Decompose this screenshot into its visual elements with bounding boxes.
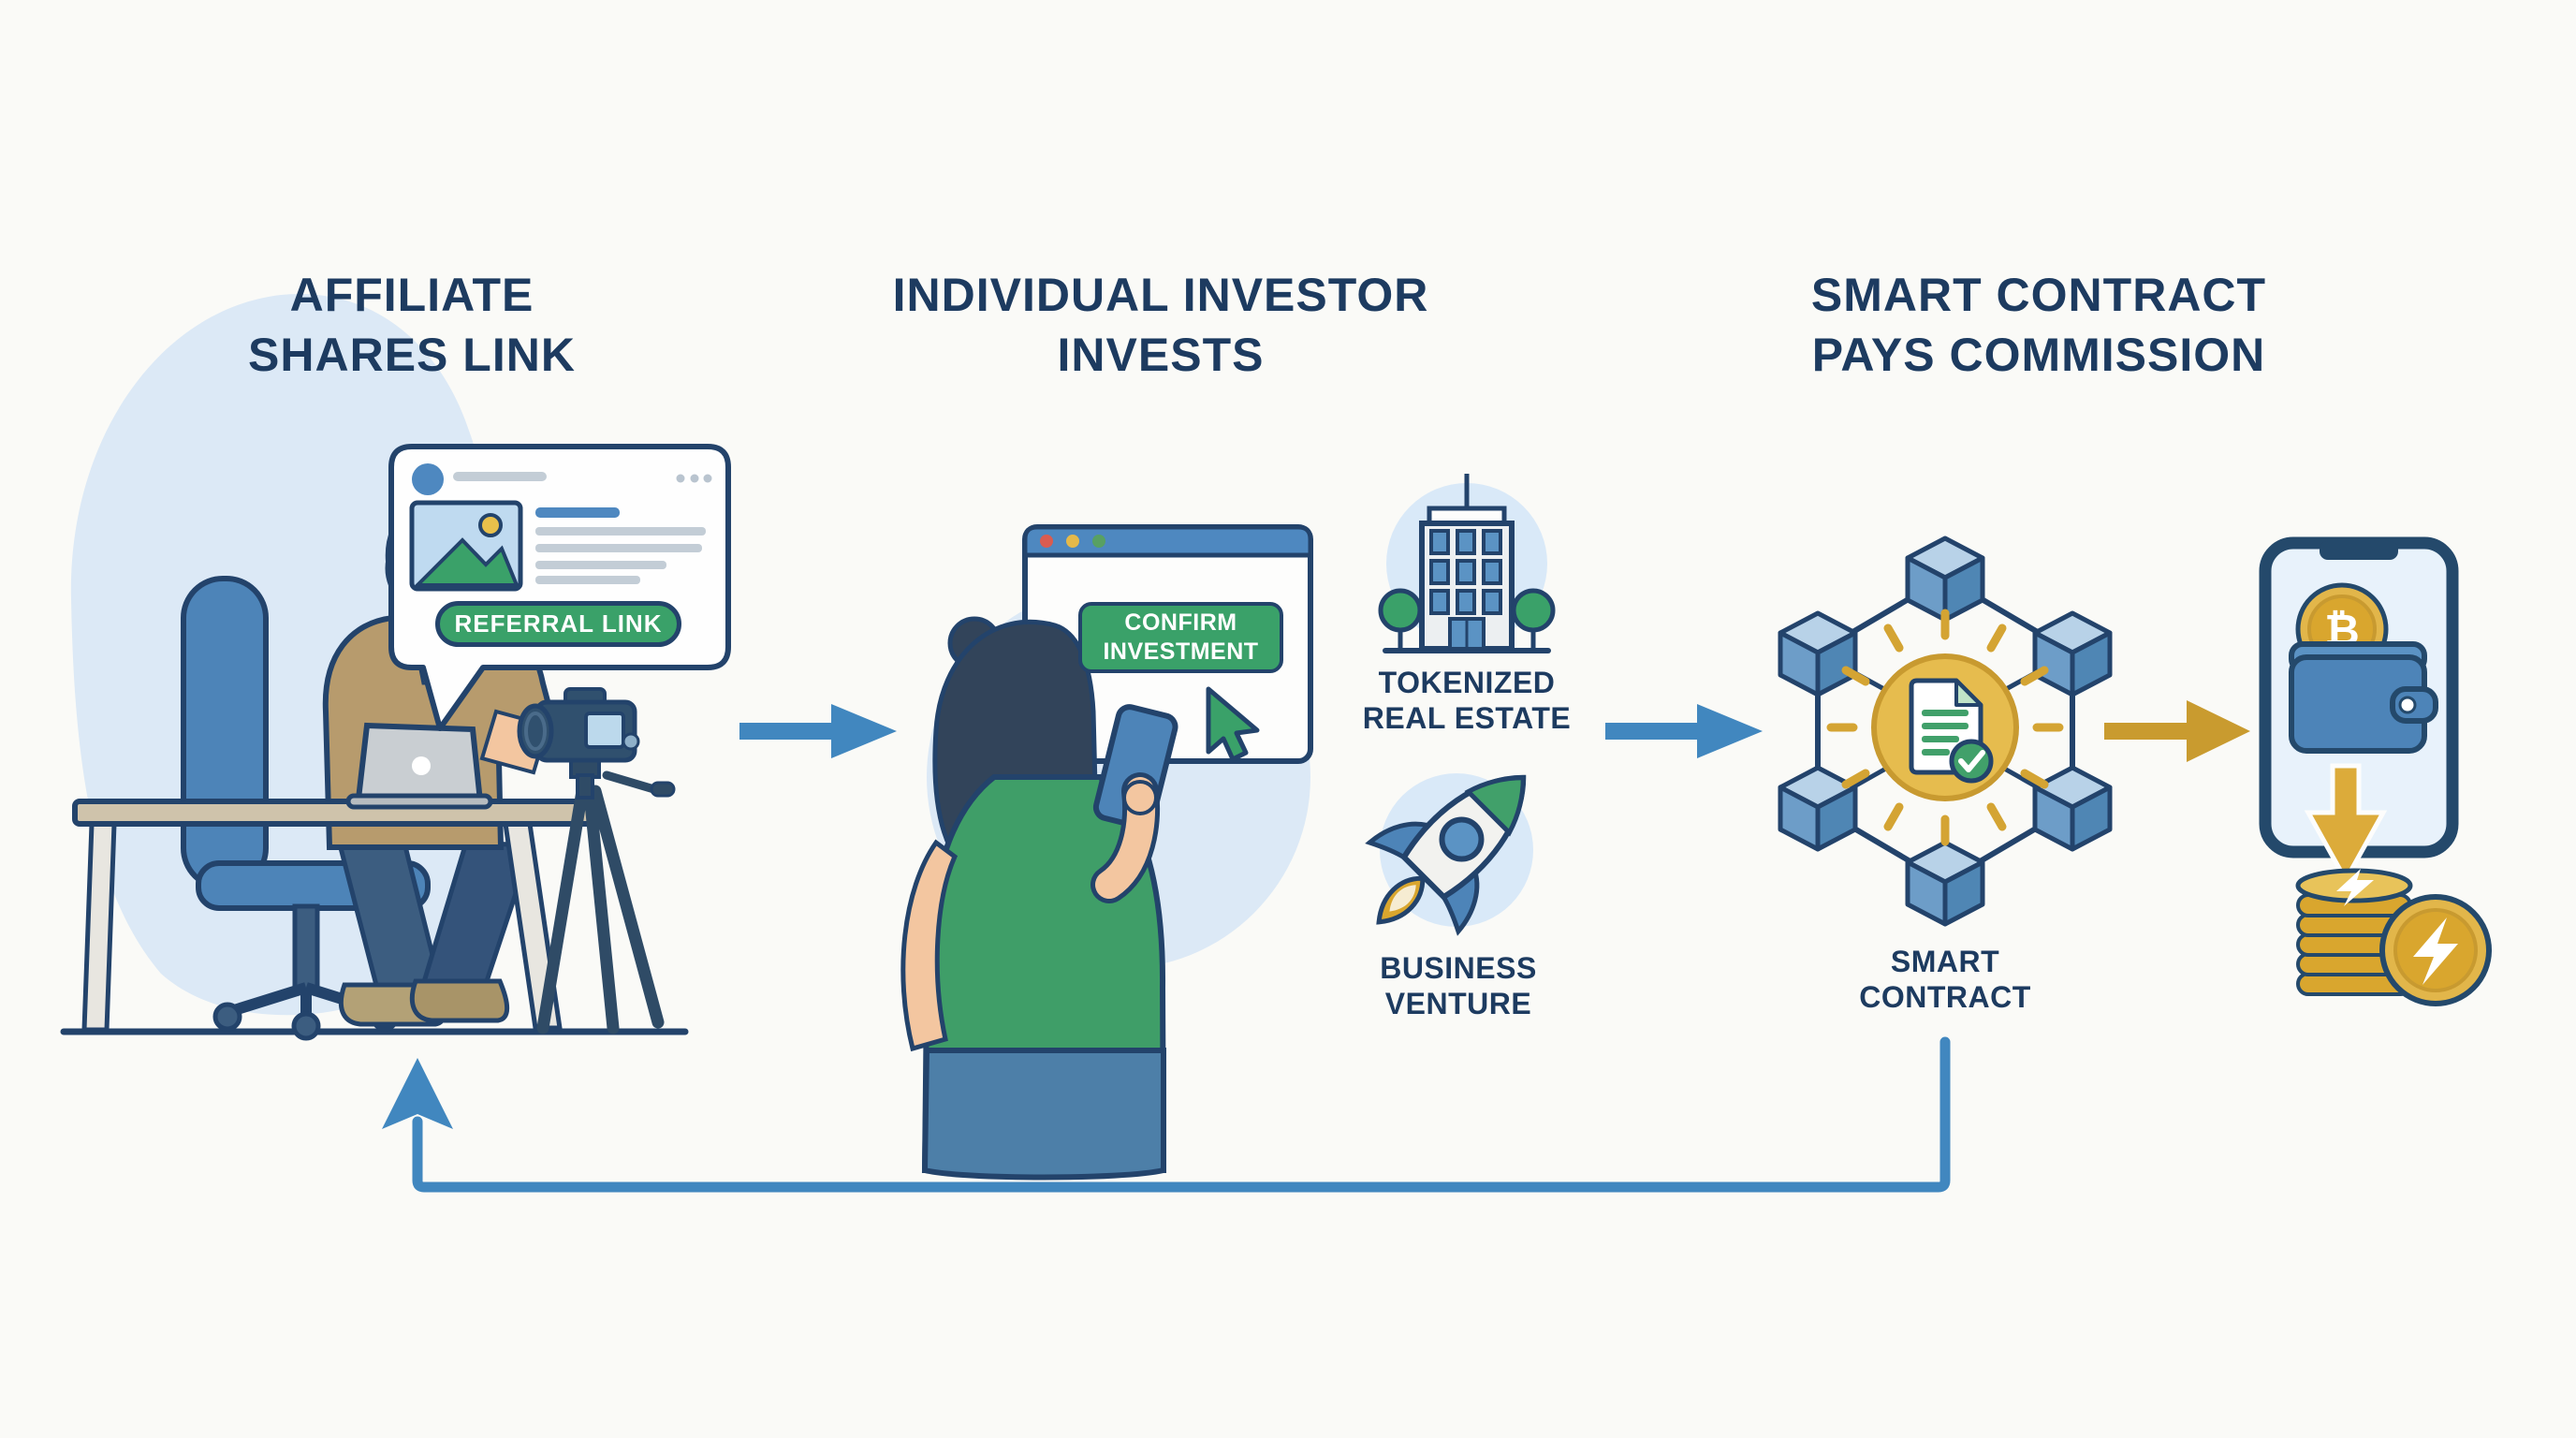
arrow-affiliate-to-investor (739, 704, 897, 758)
contract-rays (1826, 609, 2064, 846)
stage-title-affiliate-line1: AFFILIATE (289, 269, 534, 321)
referral-link-button[interactable]: REFERRAL LINK (435, 601, 681, 647)
block-cube-lower-right (2032, 765, 2113, 852)
label-tokenized-line2: REAL ESTATE (1362, 701, 1572, 736)
block-cube-bottom (1905, 840, 1985, 927)
blockchain-network-icon (1778, 536, 2113, 927)
check-icon (1949, 739, 1994, 784)
label-tokenized-real-estate: TOKENIZED REAL ESTATE (1326, 665, 1607, 737)
window-dot-red (1040, 535, 1053, 548)
building-icon (1378, 474, 1556, 653)
block-cube-upper-left (1778, 610, 1858, 697)
cursor-icon (1206, 686, 1260, 762)
stage-title-commission-line1: SMART CONTRACT (1810, 269, 2267, 321)
stage-title-investor-line2: INVESTS (1057, 329, 1265, 381)
label-smart-contract-line2: CONTRACT (1859, 980, 2031, 1015)
label-smart-contract: SMART CONTRACT (1805, 944, 2086, 1016)
social-post-bubble (388, 444, 731, 731)
post-menu-dots-icon (676, 474, 712, 483)
lightning-coin-icon (2379, 894, 2492, 1006)
smart-contract-document-icon (1909, 678, 1994, 784)
label-tokenized-line1: TOKENIZED (1378, 666, 1556, 699)
investor-person (900, 616, 1178, 1181)
label-business-venture: BUSINESS VENTURE (1318, 950, 1599, 1022)
payout-arrow-down (2304, 763, 2388, 886)
stage-title-affiliate-line2: SHARES LINK (248, 329, 576, 381)
stage-title-investor: INDIVIDUAL INVESTOR INVESTS (833, 265, 1488, 385)
stage-title-investor-line1: INDIVIDUAL INVESTOR (892, 269, 1429, 321)
wallet-icon (2289, 641, 2438, 754)
confirm-investment-line1: CONFIRM (1124, 609, 1237, 636)
stage-title-commission: SMART CONTRACT PAYS COMMISSION (1711, 265, 2366, 385)
block-cube-top (1905, 536, 1985, 623)
stage-title-commission-line2: PAYS COMMISSION (1811, 329, 2266, 381)
label-business-line2: VENTURE (1384, 987, 1532, 1021)
block-cube-lower-left (1778, 765, 1858, 852)
label-business-line1: BUSINESS (1380, 951, 1537, 985)
post-avatar (412, 463, 444, 495)
return-arrow-commission-to-affiliate (382, 1036, 1951, 1193)
window-dot-green (1092, 535, 1105, 548)
smartphone-icon: ₿ (2259, 536, 2459, 886)
confirm-investment-button[interactable]: CONFIRM INVESTMENT (1078, 602, 1283, 673)
block-cube-upper-right (2032, 610, 2113, 697)
rocket-icon (1365, 774, 1527, 936)
window-dot-yellow (1066, 535, 1079, 548)
camera-tripod-icon (517, 687, 676, 1034)
arrow-contract-to-wallet (2104, 700, 2250, 762)
stage-title-affiliate: AFFILIATE SHARES LINK (84, 265, 739, 385)
confirm-investment-line2: INVESTMENT (1103, 638, 1259, 665)
label-smart-contract-line1: SMART (1890, 945, 2000, 978)
phone-notch (2320, 541, 2398, 560)
arrow-assets-to-contract (1605, 704, 1763, 758)
laptop-icon (345, 722, 493, 810)
